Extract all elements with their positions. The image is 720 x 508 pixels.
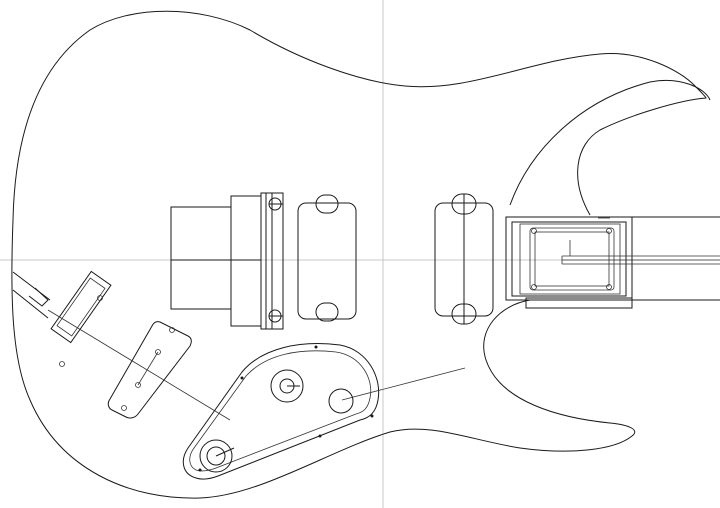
middle-pickup bbox=[297, 194, 357, 322]
output-jack bbox=[12, 270, 231, 421]
guitar-body-outline bbox=[11, 10, 711, 499]
neck-pocket bbox=[505, 216, 720, 309]
control-cavity bbox=[182, 343, 466, 480]
tone-knob bbox=[328, 388, 354, 414]
bridge-pickup bbox=[434, 193, 494, 325]
selector-switch bbox=[199, 439, 235, 473]
volume-knob bbox=[270, 369, 304, 403]
small-pickup bbox=[107, 321, 192, 419]
neck-pickup bbox=[170, 192, 284, 330]
tremolo-bridge bbox=[529, 227, 615, 291]
